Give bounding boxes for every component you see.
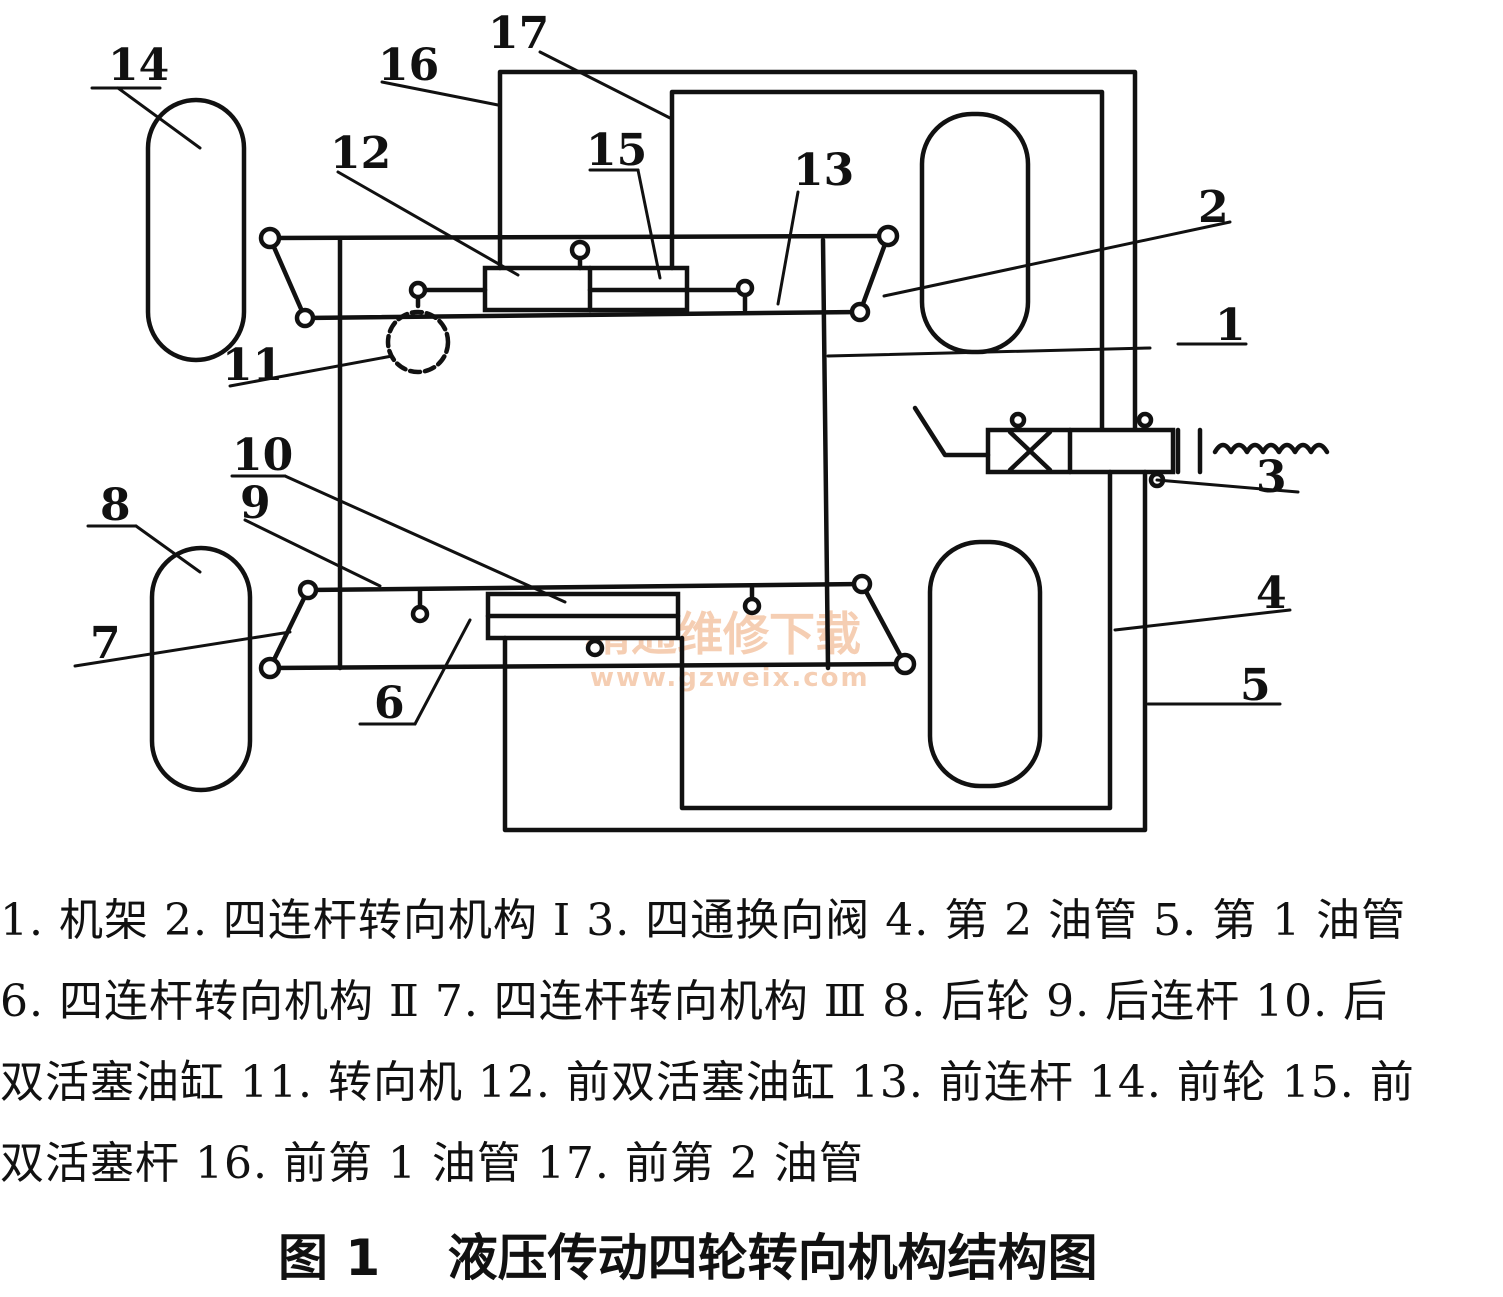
joint bbox=[849, 301, 871, 323]
rear-axle bbox=[267, 661, 908, 671]
steering-gear bbox=[385, 309, 451, 375]
joint bbox=[410, 604, 430, 624]
label-1: 1 bbox=[1215, 300, 1246, 351]
joint bbox=[569, 239, 591, 261]
valve-port bbox=[1136, 411, 1154, 429]
front-oil-pipe-1 bbox=[497, 69, 1138, 449]
joint bbox=[851, 573, 873, 595]
leader-2 bbox=[882, 220, 1232, 298]
leader-13 bbox=[776, 190, 800, 306]
label-6: 6 bbox=[374, 678, 405, 729]
label-14: 14 bbox=[108, 40, 169, 91]
front-oil-pipe-2 bbox=[669, 89, 1105, 449]
label-8: 8 bbox=[100, 480, 131, 531]
label-4: 4 bbox=[1256, 568, 1287, 619]
label-9: 9 bbox=[240, 478, 271, 529]
label-16: 16 bbox=[378, 40, 439, 91]
front-tie-rod bbox=[267, 233, 891, 321]
frame-crossbar bbox=[826, 346, 1152, 358]
label-13: 13 bbox=[793, 145, 854, 196]
legend: 1. 机架 2. 四连杆转向机构 Ⅰ 3. 四通换向阀 4. 第 2 油管 5.… bbox=[0, 880, 1500, 1204]
joint bbox=[585, 638, 605, 658]
joint bbox=[258, 656, 282, 680]
joint bbox=[297, 579, 319, 601]
front-wheel-right bbox=[919, 111, 1031, 355]
figure-caption: 图 1 液压传动四轮转向机构结构图 bbox=[278, 1229, 1098, 1287]
leader-11 bbox=[228, 354, 394, 388]
watermark-url: www.gzweix.com bbox=[590, 663, 870, 693]
rear-wheel-right bbox=[927, 539, 1043, 789]
leader-6 bbox=[413, 618, 472, 726]
joint bbox=[258, 226, 282, 250]
joint bbox=[294, 307, 316, 329]
label-3: 3 bbox=[1256, 452, 1287, 503]
rear-tie-rod bbox=[267, 581, 908, 671]
valve-spring bbox=[1212, 442, 1330, 455]
leader-7 bbox=[73, 630, 292, 668]
joint bbox=[893, 652, 917, 676]
leader-8 bbox=[134, 524, 202, 574]
valve-cross bbox=[1007, 429, 1053, 473]
valve-lever bbox=[912, 405, 991, 458]
label-15: 15 bbox=[586, 125, 647, 176]
valve-port bbox=[1009, 411, 1027, 429]
legend-line-1: 1. 机架 2. 四连杆转向机构 Ⅰ 3. 四通换向阀 4. 第 2 油管 5.… bbox=[0, 895, 1407, 946]
label-17: 17 bbox=[488, 8, 549, 59]
label-12: 12 bbox=[330, 128, 391, 179]
legend-line-3: 双活塞油缸 11. 转向机 12. 前双活塞油缸 13. 前连杆 14. 前轮 … bbox=[0, 1057, 1415, 1108]
joint bbox=[735, 278, 755, 298]
leader-4 bbox=[1113, 608, 1292, 632]
legend-line-4: 双活塞杆 16. 前第 1 油管 17. 前第 2 油管 bbox=[0, 1138, 864, 1189]
legend-line-2: 6. 四连杆转向机构 Ⅱ 7. 四连杆转向机构 Ⅲ 8. 后轮 9. 后连杆 1… bbox=[0, 976, 1389, 1027]
joint bbox=[408, 280, 428, 300]
four-way-valve bbox=[985, 427, 1176, 475]
leader-9 bbox=[243, 518, 382, 588]
leader-17 bbox=[538, 50, 672, 120]
oil-pipe-2 bbox=[679, 469, 1113, 811]
front-axle bbox=[267, 233, 891, 241]
leader-3 bbox=[1155, 478, 1300, 494]
label-10: 10 bbox=[232, 430, 293, 481]
leader-15 bbox=[636, 168, 662, 280]
rear-wheel-left bbox=[149, 545, 253, 793]
leader-14 bbox=[116, 86, 202, 150]
front-wheel-left bbox=[145, 97, 247, 363]
leader-10 bbox=[283, 474, 567, 604]
leader-12 bbox=[336, 170, 520, 277]
frame-right-rail bbox=[820, 237, 831, 671]
label-7: 7 bbox=[90, 618, 121, 669]
label-11: 11 bbox=[222, 340, 283, 391]
label-2: 2 bbox=[1198, 182, 1229, 233]
steering-mechanism-diagram: 精通维修下载 www.gzweix.com bbox=[73, 8, 1330, 833]
oil-pipe-1 bbox=[502, 469, 1148, 833]
leader-16 bbox=[380, 80, 500, 107]
label-5: 5 bbox=[1240, 660, 1271, 711]
joint bbox=[876, 224, 900, 248]
joint bbox=[742, 596, 762, 616]
